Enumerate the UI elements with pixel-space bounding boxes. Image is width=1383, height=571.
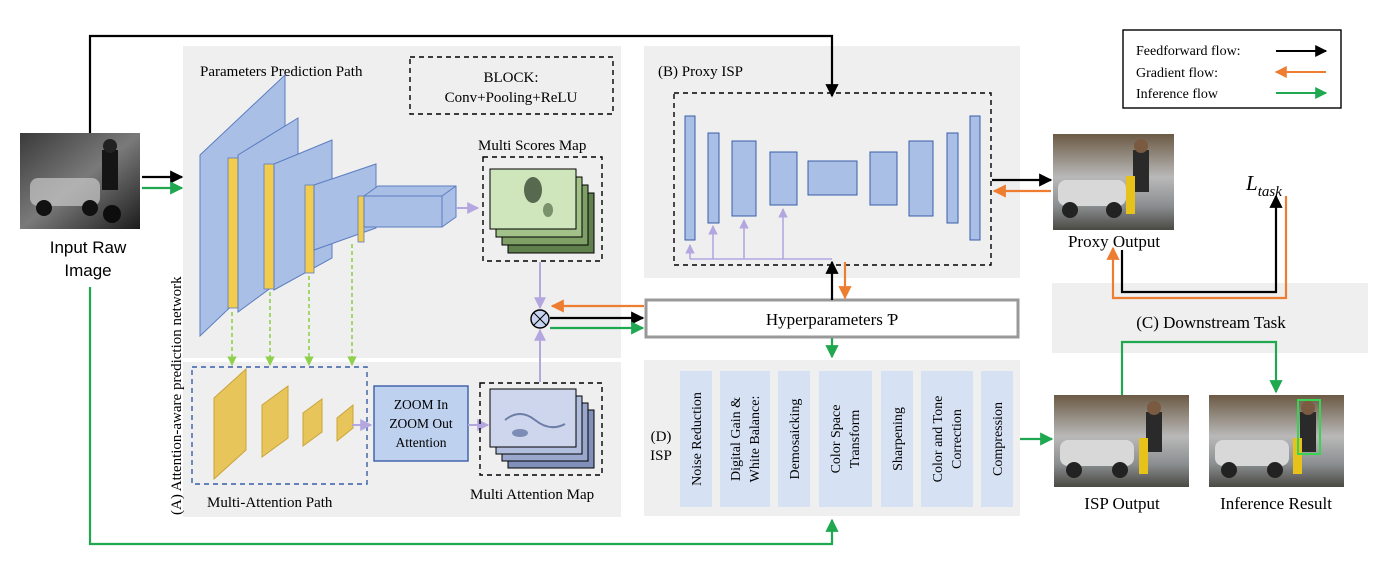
proxy-isp-box [673, 92, 992, 266]
isp-title-line2: ISP [650, 448, 672, 464]
attention-features-box [191, 366, 368, 485]
zoom-line3: Attention [396, 435, 447, 450]
isp-stage-label: White Balance: [748, 396, 763, 483]
isp-stage-box [981, 371, 1013, 507]
isp-stage-box [881, 371, 913, 507]
zoom-line2: ZOOM Out [389, 416, 453, 431]
proxy-output-image [1053, 134, 1174, 230]
inference-result-label: Inference Result [1220, 494, 1332, 513]
block-legend-line1: BLOCK: [483, 70, 538, 86]
legend-box [1122, 29, 1342, 109]
params-path-title: Parameters Prediction Path [200, 64, 363, 80]
zoom-attention-box [373, 385, 469, 462]
input-label-line2: Image [64, 261, 111, 280]
scores-map-box [482, 156, 603, 262]
isp-stage-label: Color Space [829, 405, 844, 474]
hyperparameters-label: Hyperparameters Ƥ [766, 310, 898, 329]
isp-stage-label: Compression [991, 402, 1006, 476]
unet-blocks [684, 115, 981, 241]
isp-stage-label: Color and Tone [931, 396, 946, 483]
isp-title-line1: (D) [651, 429, 672, 445]
legend-gradient-label: Gradient flow: [1136, 66, 1218, 81]
loss-to-proxy-gradient [1106, 196, 1288, 300]
scores-map-label: Multi Scores Map [478, 138, 586, 154]
attention-map-box [479, 382, 603, 476]
downstream-task-label: (C) Downstream Task [1136, 313, 1286, 332]
input-to-proxy-feedforward [88, 34, 839, 133]
proxy-param-injection [685, 208, 832, 260]
attention-map-label: Multi Attention Map [470, 487, 594, 503]
isp-output-label: ISP Output [1084, 494, 1160, 513]
hyperparameters-box [644, 298, 1020, 339]
input-label-line1: Input Raw [50, 238, 127, 257]
multiply-node [530, 309, 550, 329]
isp-stage-box [778, 371, 810, 507]
input-to-isp-inference [88, 287, 839, 546]
block-legend-line2: Conv+Pooling+ReLU [445, 90, 578, 106]
isp-stage-label: Digital Gain & [729, 397, 744, 481]
isp-stage-box [921, 371, 973, 507]
loss-subscript: task [1258, 184, 1283, 200]
isp-stage-box [819, 371, 872, 507]
feature-to-attention-arrows [227, 244, 357, 366]
proxy-isp-title: (B) Proxy ISP [658, 64, 743, 80]
inference-result-image [1209, 395, 1344, 487]
isp-stage-label: Demosaicking [788, 399, 803, 480]
isp-stage-label: Sharpening [891, 407, 906, 471]
zoom-line1: ZOOM In [394, 397, 449, 412]
attention-network-vertical-label: (A) Attention-aware prediction network [169, 276, 185, 515]
proxy-to-loss-feedforward [1120, 194, 1283, 294]
isp-stage-label: Correction [950, 409, 965, 469]
isp-output-to-inference-arrow [1120, 340, 1283, 395]
attention-path-label: Multi-Attention Path [207, 495, 333, 511]
proxy-output-label: Proxy Output [1068, 232, 1160, 251]
attention-features [213, 367, 354, 481]
block-legend-box [409, 56, 614, 115]
isp-stage-label: Noise Reduction [690, 392, 705, 486]
isp-stage-box [720, 371, 770, 507]
cnn-block-4 [313, 163, 377, 251]
loss-symbol: Ltask [1245, 171, 1282, 200]
legend-inference-label: Inference flow [1136, 87, 1219, 102]
cnn-block-5 [363, 185, 457, 228]
attention-map-stack [489, 388, 595, 469]
isp-output-image [1054, 395, 1189, 487]
isp-stage-box [680, 371, 712, 507]
isp-stage-label: Transform [848, 410, 863, 469]
loss-main: L [1245, 171, 1258, 195]
input-raw-image [20, 133, 140, 229]
legend-feedforward-label: Feedforward flow: [1136, 44, 1241, 59]
scores-map-stack [489, 168, 595, 254]
